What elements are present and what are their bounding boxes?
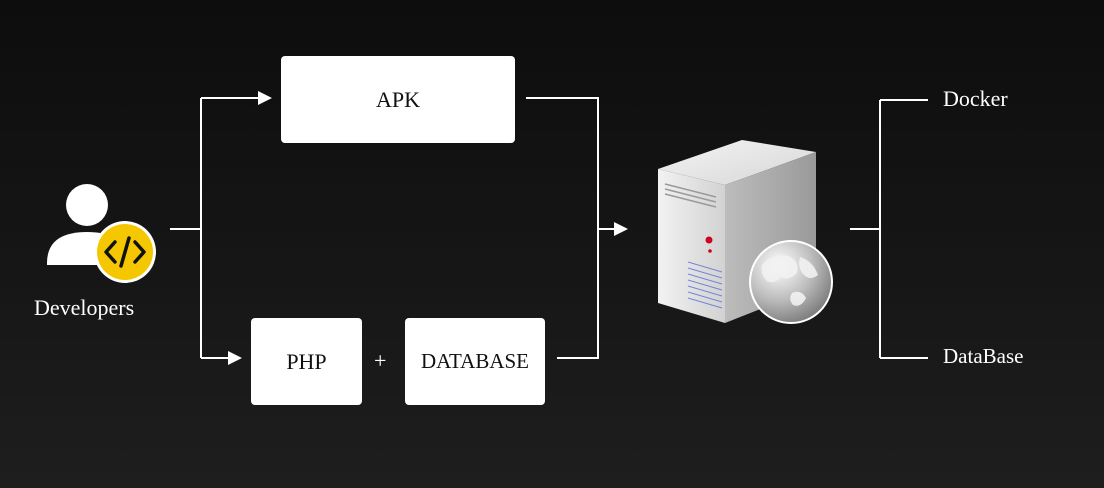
connector-db-merge [557, 229, 599, 359]
php-box: PHP [251, 318, 362, 405]
developers-label: Developers [34, 295, 135, 320]
developer-code-icon [47, 184, 156, 283]
database-box: DATABASE [405, 318, 545, 405]
database-output-label: DataBase [943, 344, 1024, 368]
arrowhead-php [228, 351, 242, 365]
php-label: PHP [286, 348, 327, 374]
apk-box: APK [281, 56, 515, 143]
plus-sign: + [374, 348, 387, 373]
apk-label: APK [375, 86, 420, 112]
connector-apk-merge [526, 97, 599, 229]
arrowhead-apk [258, 91, 272, 105]
database-label: DATABASE [421, 349, 529, 373]
docker-label: Docker [943, 86, 1008, 111]
arrowhead-server [614, 222, 628, 236]
web-server-icon [658, 140, 833, 324]
